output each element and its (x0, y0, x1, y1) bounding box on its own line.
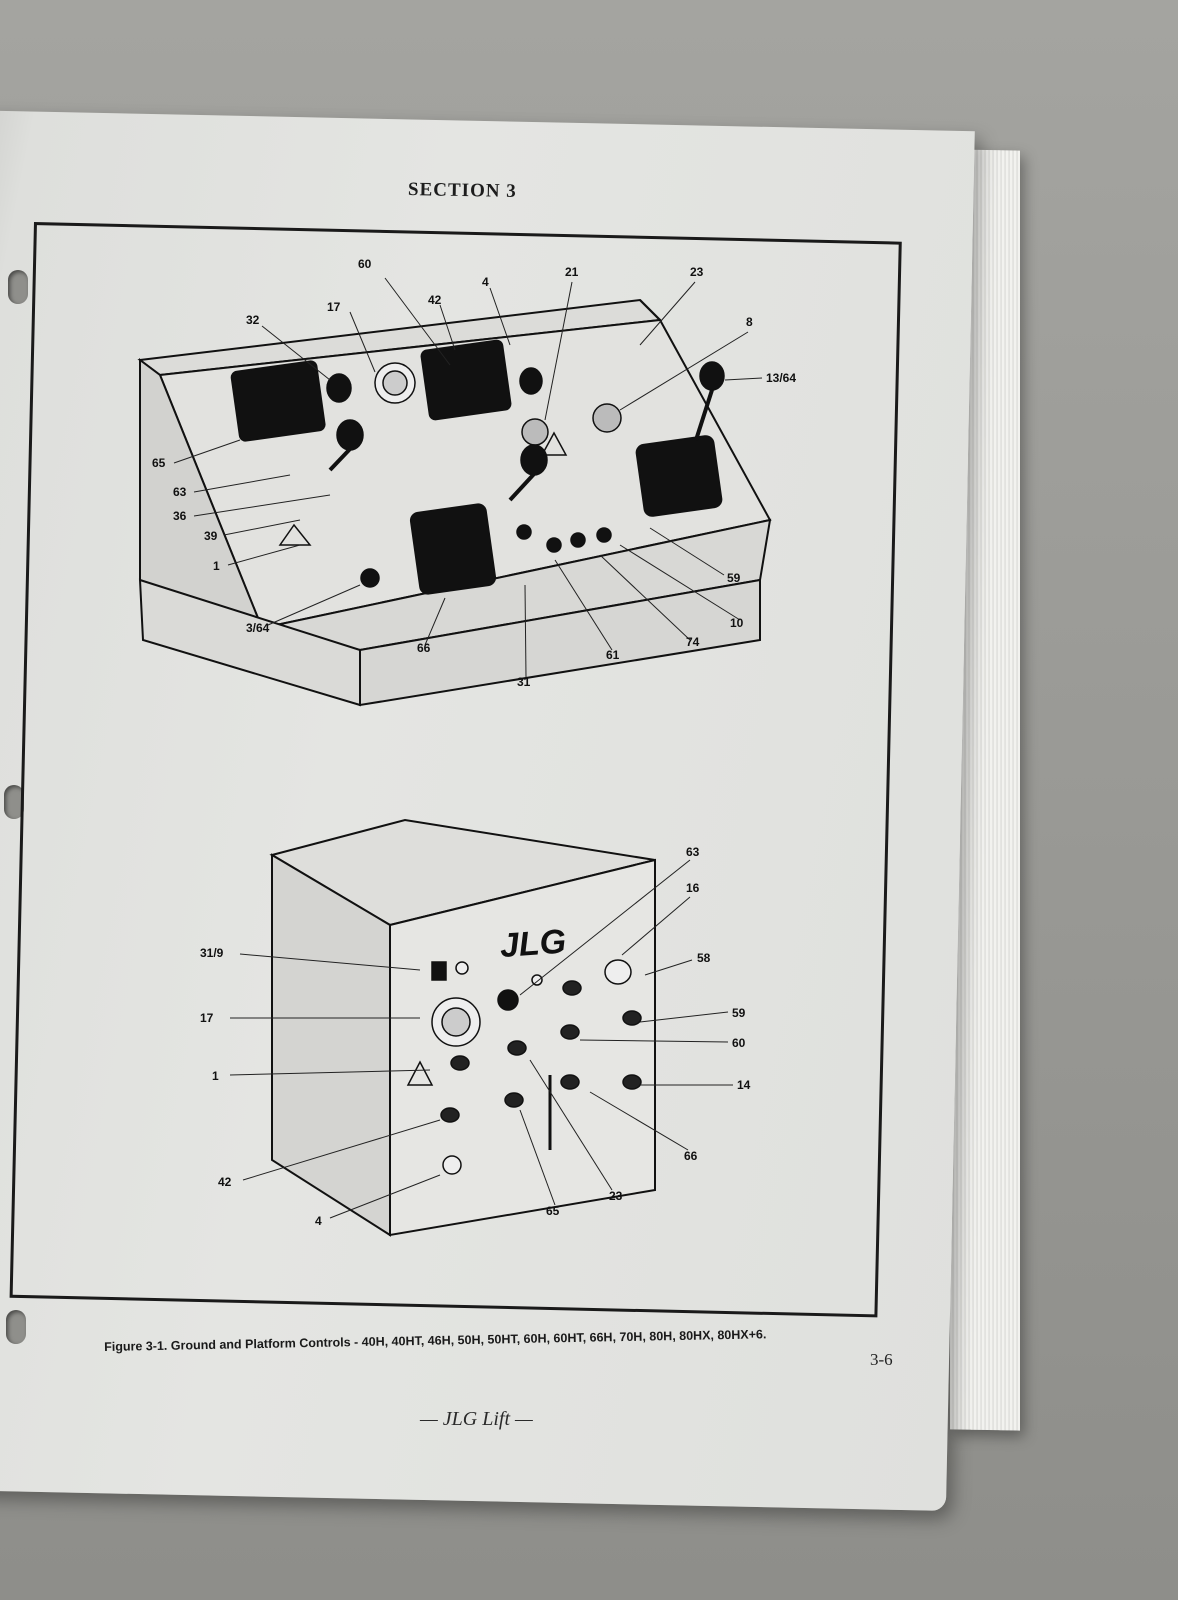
callout-label: 65 (546, 1204, 560, 1218)
callout-label: 23 (690, 265, 704, 279)
callout-label: 1 (212, 1069, 219, 1083)
binder-hole (4, 785, 24, 819)
leader-lines (173, 277, 763, 1219)
callout-label: 66 (684, 1149, 698, 1163)
platform-console-components (230, 339, 725, 595)
callout-label: 58 (697, 951, 711, 965)
callout-label: 16 (686, 881, 700, 895)
callout-label: 21 (565, 265, 579, 279)
callout-label: 74 (686, 635, 700, 649)
ground-control-components (406, 959, 642, 1175)
callout-label: 17 (327, 300, 341, 314)
callout-label: 66 (417, 641, 431, 655)
callout-label: 36 (173, 509, 187, 523)
callout-label: 60 (732, 1036, 746, 1050)
jlg-logo: JLG (499, 923, 568, 966)
callout-label: 60 (358, 257, 372, 271)
callout-label: 8 (746, 315, 753, 329)
page-number: 3-6 (870, 1350, 893, 1369)
callout-label: 32 (246, 313, 260, 327)
binder-hole (6, 1310, 26, 1344)
callout-label: 3/64 (246, 621, 270, 635)
page-footer: — JLG Lift — (420, 1408, 533, 1430)
callout-label: 31/9 (200, 946, 224, 960)
callout-label: 17 (200, 1011, 214, 1025)
callout-label: 4 (482, 275, 489, 289)
callout-label: 4 (315, 1214, 322, 1228)
callout-label: 63 (686, 845, 700, 859)
callout-label: 14 (737, 1078, 751, 1092)
callout-label: 59 (732, 1006, 746, 1020)
callout-label: 65 (152, 456, 166, 470)
callouts-ground: 63 16 58 31/9 17 59 60 1 14 66 42 23 65 … (200, 845, 751, 1228)
callout-label: 42 (428, 293, 442, 307)
callout-label: 39 (204, 529, 218, 543)
callout-label: 61 (606, 648, 620, 662)
callout-label: 23 (609, 1189, 623, 1203)
callout-label: 31 (517, 675, 531, 689)
callout-label: 1 (213, 559, 220, 573)
platform-console-drawing (137, 298, 772, 707)
callout-label: 42 (218, 1175, 232, 1189)
callout-label: 10 (730, 616, 744, 630)
binder-hole (8, 270, 28, 304)
callouts-platform: 60 4 21 23 42 17 32 8 13/64 65 63 36 39 … (152, 257, 796, 689)
callout-label: 63 (173, 485, 187, 499)
callout-label: 13/64 (766, 371, 796, 385)
callout-label: 59 (727, 571, 741, 585)
